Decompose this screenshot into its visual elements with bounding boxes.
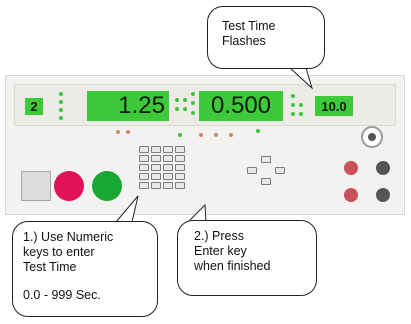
indicator-dot — [191, 92, 195, 96]
arrow-left-key[interactable] — [247, 167, 257, 174]
test-time-display: 10.0 — [315, 96, 353, 116]
indicator-dot — [175, 107, 179, 111]
status-led — [178, 133, 182, 137]
output-jack — [344, 161, 358, 175]
keypad-key[interactable] — [151, 182, 161, 189]
rotary-knob[interactable] — [361, 126, 383, 148]
indicator-dot — [291, 112, 295, 116]
stop-button[interactable] — [54, 171, 84, 201]
output-jack — [376, 161, 390, 175]
power-switch[interactable] — [21, 171, 51, 201]
status-led — [229, 133, 233, 137]
main-value-display: 1.25 — [87, 91, 169, 121]
indicator-dot — [183, 98, 187, 102]
indicator-dot — [291, 94, 295, 98]
indicator-dot — [291, 103, 295, 107]
instrument-front-panel: 2 1.25 0.500 10.0 — [5, 75, 405, 215]
numeric-keypad — [139, 146, 189, 194]
arrow-up-key[interactable] — [261, 156, 271, 163]
keypad-key[interactable] — [175, 146, 185, 153]
keypad-key[interactable] — [139, 164, 149, 171]
display-bar: 2 1.25 0.500 10.0 — [14, 84, 396, 126]
status-led — [214, 133, 218, 137]
keypad-key[interactable] — [163, 155, 173, 162]
keypad-key[interactable] — [151, 155, 161, 162]
status-led — [126, 130, 130, 134]
keypad-key[interactable] — [139, 173, 149, 180]
indicator-dot — [299, 112, 303, 116]
callout-use-numeric-keys: 1.) Use Numeric keys to enter Test Time … — [12, 221, 158, 317]
status-led — [199, 133, 203, 137]
secondary-value-display: 0.500 — [199, 91, 283, 121]
callout-line: when finished — [194, 259, 271, 273]
indicator-dot — [59, 100, 63, 104]
indicator-dot — [191, 101, 195, 105]
indicator-dot — [59, 92, 63, 96]
keypad-key[interactable] — [151, 164, 161, 171]
start-button[interactable] — [92, 171, 122, 201]
arrow-down-key[interactable] — [261, 178, 271, 185]
callout-test-time-flashes: Test Time Flashes — [207, 6, 325, 69]
keypad-key[interactable] — [139, 182, 149, 189]
arrow-right-key[interactable] — [275, 167, 285, 174]
callout-line: Test Time — [222, 19, 276, 33]
keypad-key[interactable] — [163, 146, 173, 153]
indicator-dot — [191, 111, 195, 115]
knob-center — [368, 133, 376, 141]
indicator-dot — [183, 107, 187, 111]
callout-line: Flashes — [222, 34, 266, 48]
callout-line: Enter key — [194, 244, 247, 258]
indicator-dot — [299, 103, 303, 107]
indicator-dot — [59, 108, 63, 112]
keypad-key[interactable] — [151, 146, 161, 153]
status-led — [256, 129, 260, 133]
callout-press-enter: 2.) Press Enter key when finished — [177, 220, 317, 296]
callout-line: keys to enter — [23, 245, 95, 259]
callout-line: 2.) Press — [194, 229, 245, 243]
output-jack — [344, 188, 358, 202]
output-jack — [376, 188, 390, 202]
keypad-key[interactable] — [163, 173, 173, 180]
indicator-dot — [175, 98, 179, 102]
keypad-key[interactable] — [175, 155, 185, 162]
status-led — [116, 130, 120, 134]
keypad-key[interactable] — [151, 173, 161, 180]
keypad-key[interactable] — [175, 164, 185, 171]
time-range-note: 0.0 - 999 Sec. — [23, 288, 101, 302]
keypad-key[interactable] — [139, 155, 149, 162]
keypad-key[interactable] — [163, 182, 173, 189]
callout-line: Test Time — [23, 260, 77, 274]
setting-display: 2 — [25, 98, 43, 115]
enter-key[interactable] — [175, 182, 185, 189]
keypad-key[interactable] — [175, 173, 185, 180]
keypad-key[interactable] — [163, 164, 173, 171]
indicator-dot — [59, 116, 63, 120]
keypad-key[interactable] — [139, 146, 149, 153]
callout-line: 1.) Use Numeric — [23, 230, 114, 244]
